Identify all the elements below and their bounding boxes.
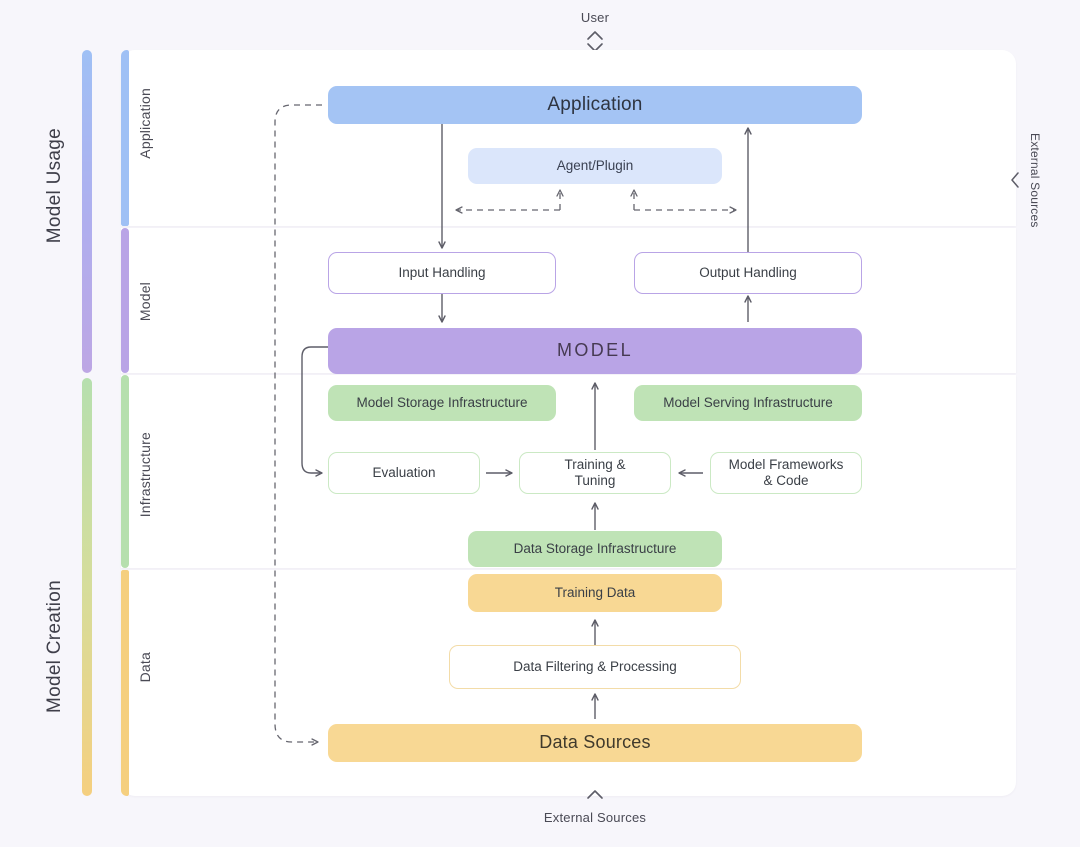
endpoint-user: User (545, 10, 645, 55)
chevron-up-icon (587, 790, 603, 799)
group-bar-model-usage (82, 50, 92, 373)
endpoint-external-sources-bottom-label: External Sources (543, 810, 647, 825)
row-bar-model (121, 228, 129, 373)
endpoint-user-label: User (580, 10, 610, 25)
node-training-tuning[interactable]: Training & Tuning (519, 452, 671, 494)
node-agent-plugin[interactable]: Agent/Plugin (468, 148, 722, 184)
node-model-serving-infrastructure[interactable]: Model Serving Infrastructure (634, 385, 862, 421)
node-input-handling[interactable]: Input Handling (328, 252, 556, 294)
node-application[interactable]: Application (328, 86, 862, 124)
row-label-data: Data (137, 652, 153, 683)
node-data-storage-infrastructure[interactable]: Data Storage Infrastructure (468, 531, 722, 567)
row-label-application: Application (137, 88, 153, 159)
row-label-model: Model (137, 282, 153, 322)
node-output-handling[interactable]: Output Handling (634, 252, 862, 294)
endpoint-external-sources-right: External Sources (1008, 120, 1042, 240)
node-model[interactable]: MODEL (328, 328, 862, 374)
row-bar-application (121, 50, 129, 226)
endpoint-external-sources-bottom: External Sources (495, 786, 695, 825)
node-data-sources[interactable]: Data Sources (328, 724, 862, 762)
group-label-model-creation: Model Creation (44, 580, 65, 714)
node-model-frameworks-code[interactable]: Model Frameworks & Code (710, 452, 862, 494)
node-evaluation[interactable]: Evaluation (328, 452, 480, 494)
row-card-application (121, 50, 1016, 226)
chevron-left-icon (1011, 172, 1019, 188)
node-training-data[interactable]: Training Data (468, 574, 722, 612)
row-label-infrastructure: Infrastructure (137, 432, 153, 518)
node-data-filtering-processing[interactable]: Data Filtering & Processing (449, 645, 741, 689)
node-model-storage-infrastructure[interactable]: Model Storage Infrastructure (328, 385, 556, 421)
endpoint-external-sources-right-label: External Sources (1028, 132, 1042, 228)
row-bar-data (121, 570, 129, 796)
group-label-model-usage: Model Usage (44, 128, 65, 244)
group-bar-model-creation (82, 378, 92, 796)
row-bar-infrastructure (121, 375, 129, 568)
